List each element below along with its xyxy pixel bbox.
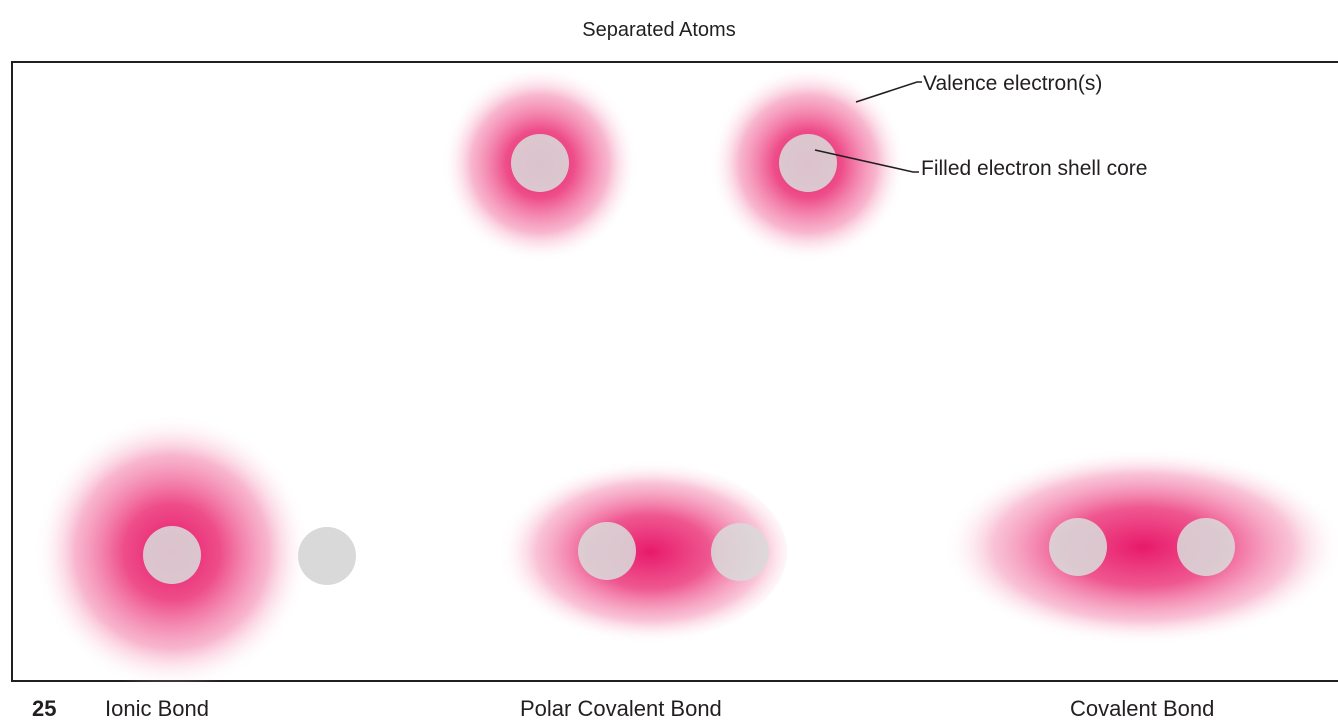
electron-cloud [943,449,1338,645]
polar-covalent-bond [483,460,787,644]
filled-core-label: Filled electron shell core [921,157,1148,180]
filled-shell-core [578,522,636,580]
valence-leader-line [855,81,922,103]
filled-shell-core [143,526,201,584]
ionic-bond-caption: Ionic Bond [105,696,209,721]
polar-covalent-bond-caption: Polar Covalent Bond [520,696,722,721]
filled-shell-core [298,527,356,585]
filled-shell-core [511,134,569,192]
ionic-bond [34,414,356,690]
filled-shell-core [1177,518,1235,576]
filled-shell-core [1049,518,1107,576]
separated-atom-left [442,66,638,262]
covalent-bond-caption: Covalent Bond [1070,696,1215,721]
diagram-frame [11,61,1338,682]
covalent-bond [943,449,1338,645]
diagram-title: Separated Atoms [582,19,736,41]
filled-shell-core [711,523,769,581]
page-number: 25 [32,696,57,721]
filled-shell-core [779,134,837,192]
separated-atom-right [710,66,906,262]
valence-electron-label: Valence electron(s) [923,72,1103,95]
core-leader-line [814,149,919,173]
